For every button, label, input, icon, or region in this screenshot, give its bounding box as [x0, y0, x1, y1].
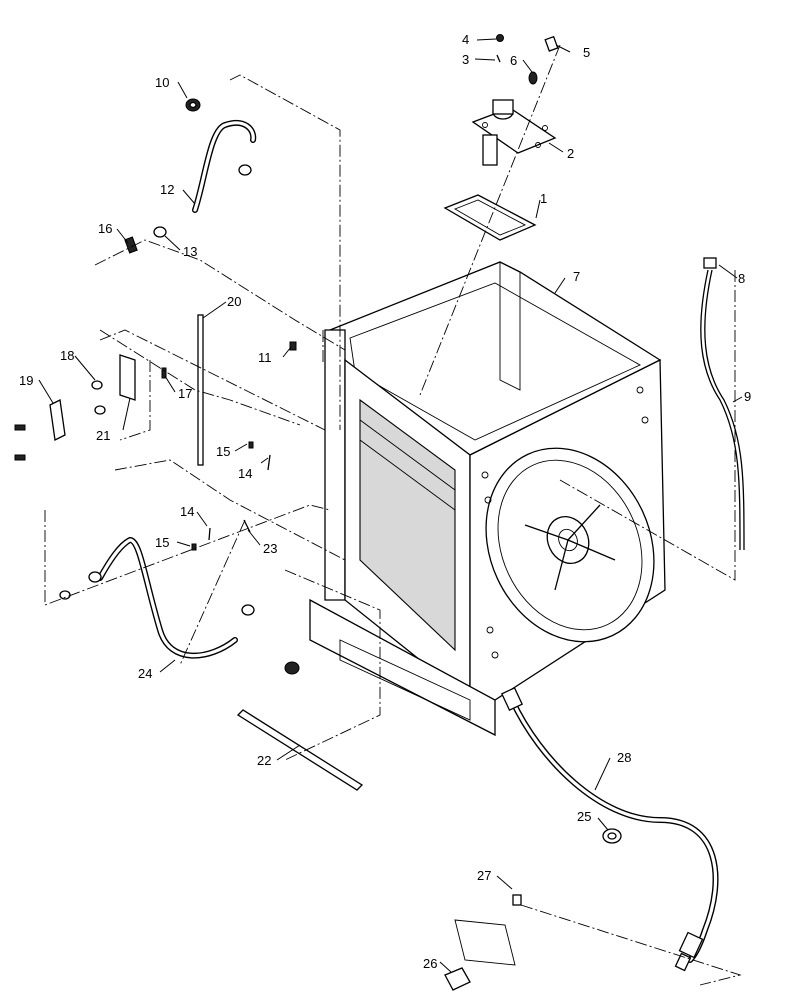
- callout-28: 28: [617, 750, 631, 765]
- callout-26: 26: [423, 956, 437, 971]
- bracket-part-26: [444, 919, 516, 991]
- hose-part-12: [192, 119, 257, 213]
- bracket-part-19: [49, 399, 66, 441]
- callout-11: 11: [258, 350, 272, 365]
- callout-9: 9: [744, 389, 751, 404]
- fitting-part-6: [528, 71, 538, 85]
- callout-14b: 14: [180, 504, 194, 519]
- hose-part-24: [97, 536, 238, 659]
- callout-18: 18: [60, 348, 74, 363]
- callout-20: 20: [227, 294, 241, 309]
- fitting-part-13: [153, 164, 252, 238]
- washers-part-18: [91, 380, 106, 415]
- center-lines: [44, 44, 742, 986]
- fasteners-parts-3-4: [496, 34, 504, 63]
- callout-14a: 14: [238, 466, 252, 481]
- callout-22: 22: [257, 753, 271, 768]
- callout-2: 2: [567, 146, 574, 161]
- callout-16: 16: [98, 221, 112, 236]
- fasteners-parts-14-15: [191, 441, 271, 551]
- callout-12: 12: [160, 182, 174, 197]
- connector-part-16: [124, 236, 138, 254]
- fastener-part-17: [161, 367, 167, 379]
- callout-27: 27: [477, 868, 491, 883]
- elbow-part-8: [703, 257, 717, 269]
- overflow-tube-part-9: [700, 269, 745, 551]
- clip-part-27: [512, 894, 522, 906]
- callout-labels: 1 2 3 4 5 6 7 8 9 10 11 12 13 14 14 15 1…: [19, 32, 751, 971]
- fitting-part-5: [544, 35, 559, 52]
- callout-10: 10: [155, 75, 169, 90]
- filler-neck-part-2: [471, 99, 557, 166]
- callout-17: 17: [178, 386, 192, 401]
- callout-15b: 15: [155, 535, 169, 550]
- callout-21: 21: [96, 428, 110, 443]
- callout-8: 8: [738, 271, 745, 286]
- fastener-part-11: [289, 341, 297, 351]
- plate-part-21: [119, 354, 136, 401]
- callout-13: 13: [183, 244, 197, 259]
- fittings-hose-24: [59, 571, 300, 675]
- callout-15a: 15: [216, 444, 230, 459]
- callout-19: 19: [19, 373, 33, 388]
- bolts-left: [14, 424, 26, 461]
- callout-1: 1: [540, 191, 547, 206]
- callout-23: 23: [263, 541, 277, 556]
- callout-6: 6: [510, 53, 517, 68]
- callout-7: 7: [573, 269, 580, 284]
- rod-part-22: [236, 709, 364, 791]
- clamp-part-25: [602, 828, 622, 844]
- clamp-part-10: [185, 98, 201, 112]
- callout-leaders: [38, 38, 743, 973]
- callout-5: 5: [583, 45, 590, 60]
- fittings-hose-28: [500, 687, 704, 972]
- callout-4: 4: [462, 32, 469, 47]
- rod-part-20: [197, 314, 204, 466]
- callout-25: 25: [577, 809, 591, 824]
- gasket-part-1: [443, 194, 537, 241]
- radiator-frame-assembly: [309, 261, 666, 737]
- callout-24: 24: [138, 666, 152, 681]
- callout-3: 3: [462, 52, 469, 67]
